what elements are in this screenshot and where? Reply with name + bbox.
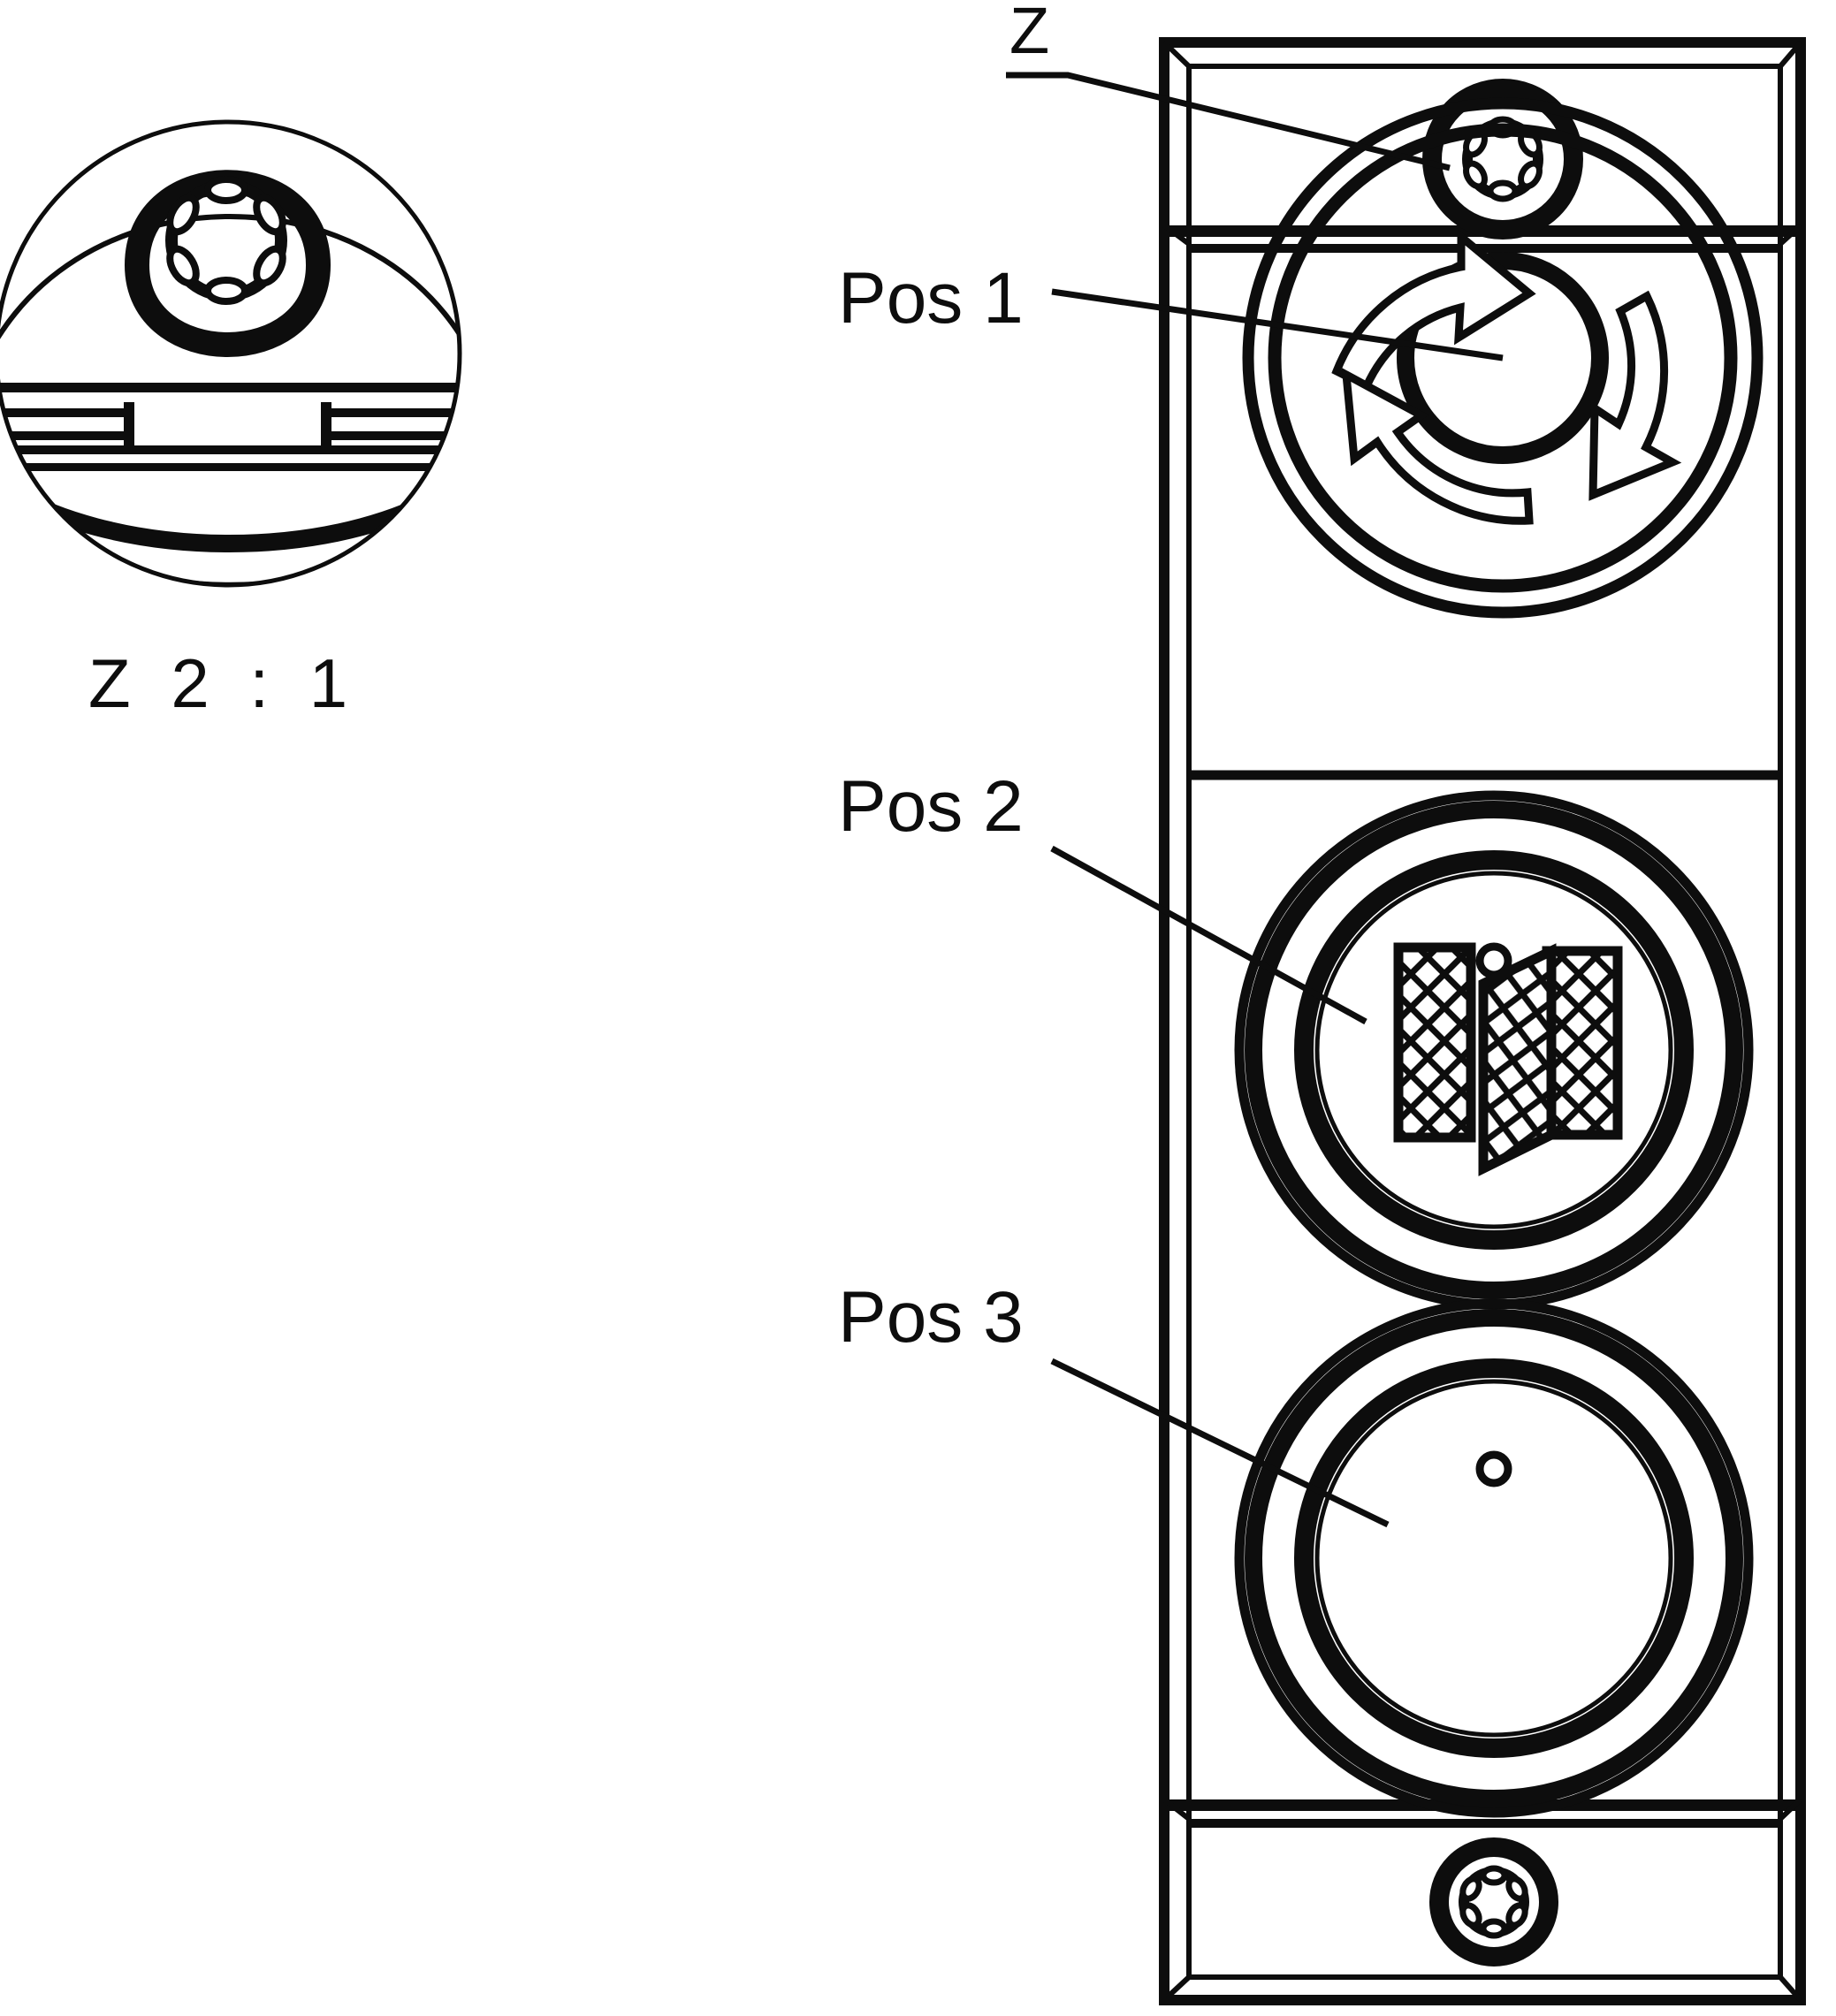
pos2-leader xyxy=(1050,845,1367,1025)
pos2-knob-face-ring xyxy=(1294,850,1694,1250)
pos1-arrow-top xyxy=(1331,228,1536,392)
pos1-center-hub xyxy=(1397,252,1609,464)
callout-z-label: Z xyxy=(1009,0,1049,67)
pos1-arrow-right xyxy=(1588,290,1682,501)
detail-screw-boss xyxy=(124,170,331,357)
callout-z: Z xyxy=(1006,0,1451,171)
panel-corner-bevel-bl xyxy=(1162,1974,1192,2003)
control-panel xyxy=(1159,37,1806,2005)
pos3-knob[interactable] xyxy=(1234,1298,1754,1818)
pos1-bezel-outer xyxy=(1242,97,1764,619)
pos2-label: Pos 2 xyxy=(838,766,1024,847)
detail-housing-top-arc xyxy=(0,214,460,390)
detail-view-caption: Z 2 : 1 xyxy=(88,644,358,722)
panel-corner-bevel-br xyxy=(1778,1975,1803,2002)
pos3-bezel-outer xyxy=(1234,1298,1754,1818)
panel-corner-bevel-tr xyxy=(1778,41,1803,68)
detail-torx-screw-icon xyxy=(165,176,287,305)
bottom-torx-screw[interactable] xyxy=(1429,1837,1558,1967)
detail-view-z: Z 2 : 1 xyxy=(0,119,462,722)
pos1-label: Pos 1 xyxy=(838,258,1024,339)
label-pos1: Pos 1 xyxy=(838,258,1504,361)
pos3-index-dot xyxy=(1475,1450,1512,1487)
pos3-bezel-outer-thick xyxy=(1245,1309,1743,1807)
pos1-arrow-bottom xyxy=(1341,368,1534,525)
torx-lobes-bottom xyxy=(1459,1865,1528,1939)
pos1-leader xyxy=(1051,288,1504,361)
detail-panel-seam xyxy=(0,383,460,471)
pos3-knob-face-edge xyxy=(1314,1379,1673,1738)
pos3-leader xyxy=(1050,1358,1390,1528)
pos2-knob-face-edge xyxy=(1314,871,1673,1229)
pos2-bezel-outer-thick xyxy=(1245,801,1743,1299)
label-pos2: Pos 2 xyxy=(838,766,1367,1025)
pos3-label: Pos 3 xyxy=(838,1277,1024,1358)
panel-corner-bevel-tl xyxy=(1162,40,1192,69)
detail-view-contents xyxy=(0,122,460,585)
detail-view-boundary-circle xyxy=(0,119,462,588)
callout-z-leader xyxy=(1006,72,1451,171)
label-pos3: Pos 3 xyxy=(838,1277,1390,1528)
pos1-rotary-knob[interactable] xyxy=(1242,97,1764,619)
pos3-knob-face-ring xyxy=(1294,1358,1694,1758)
pos2-knob[interactable] xyxy=(1234,790,1754,1310)
pos2-grid-icon xyxy=(1393,942,1623,1176)
pos1-bezel-inner xyxy=(1268,123,1738,593)
